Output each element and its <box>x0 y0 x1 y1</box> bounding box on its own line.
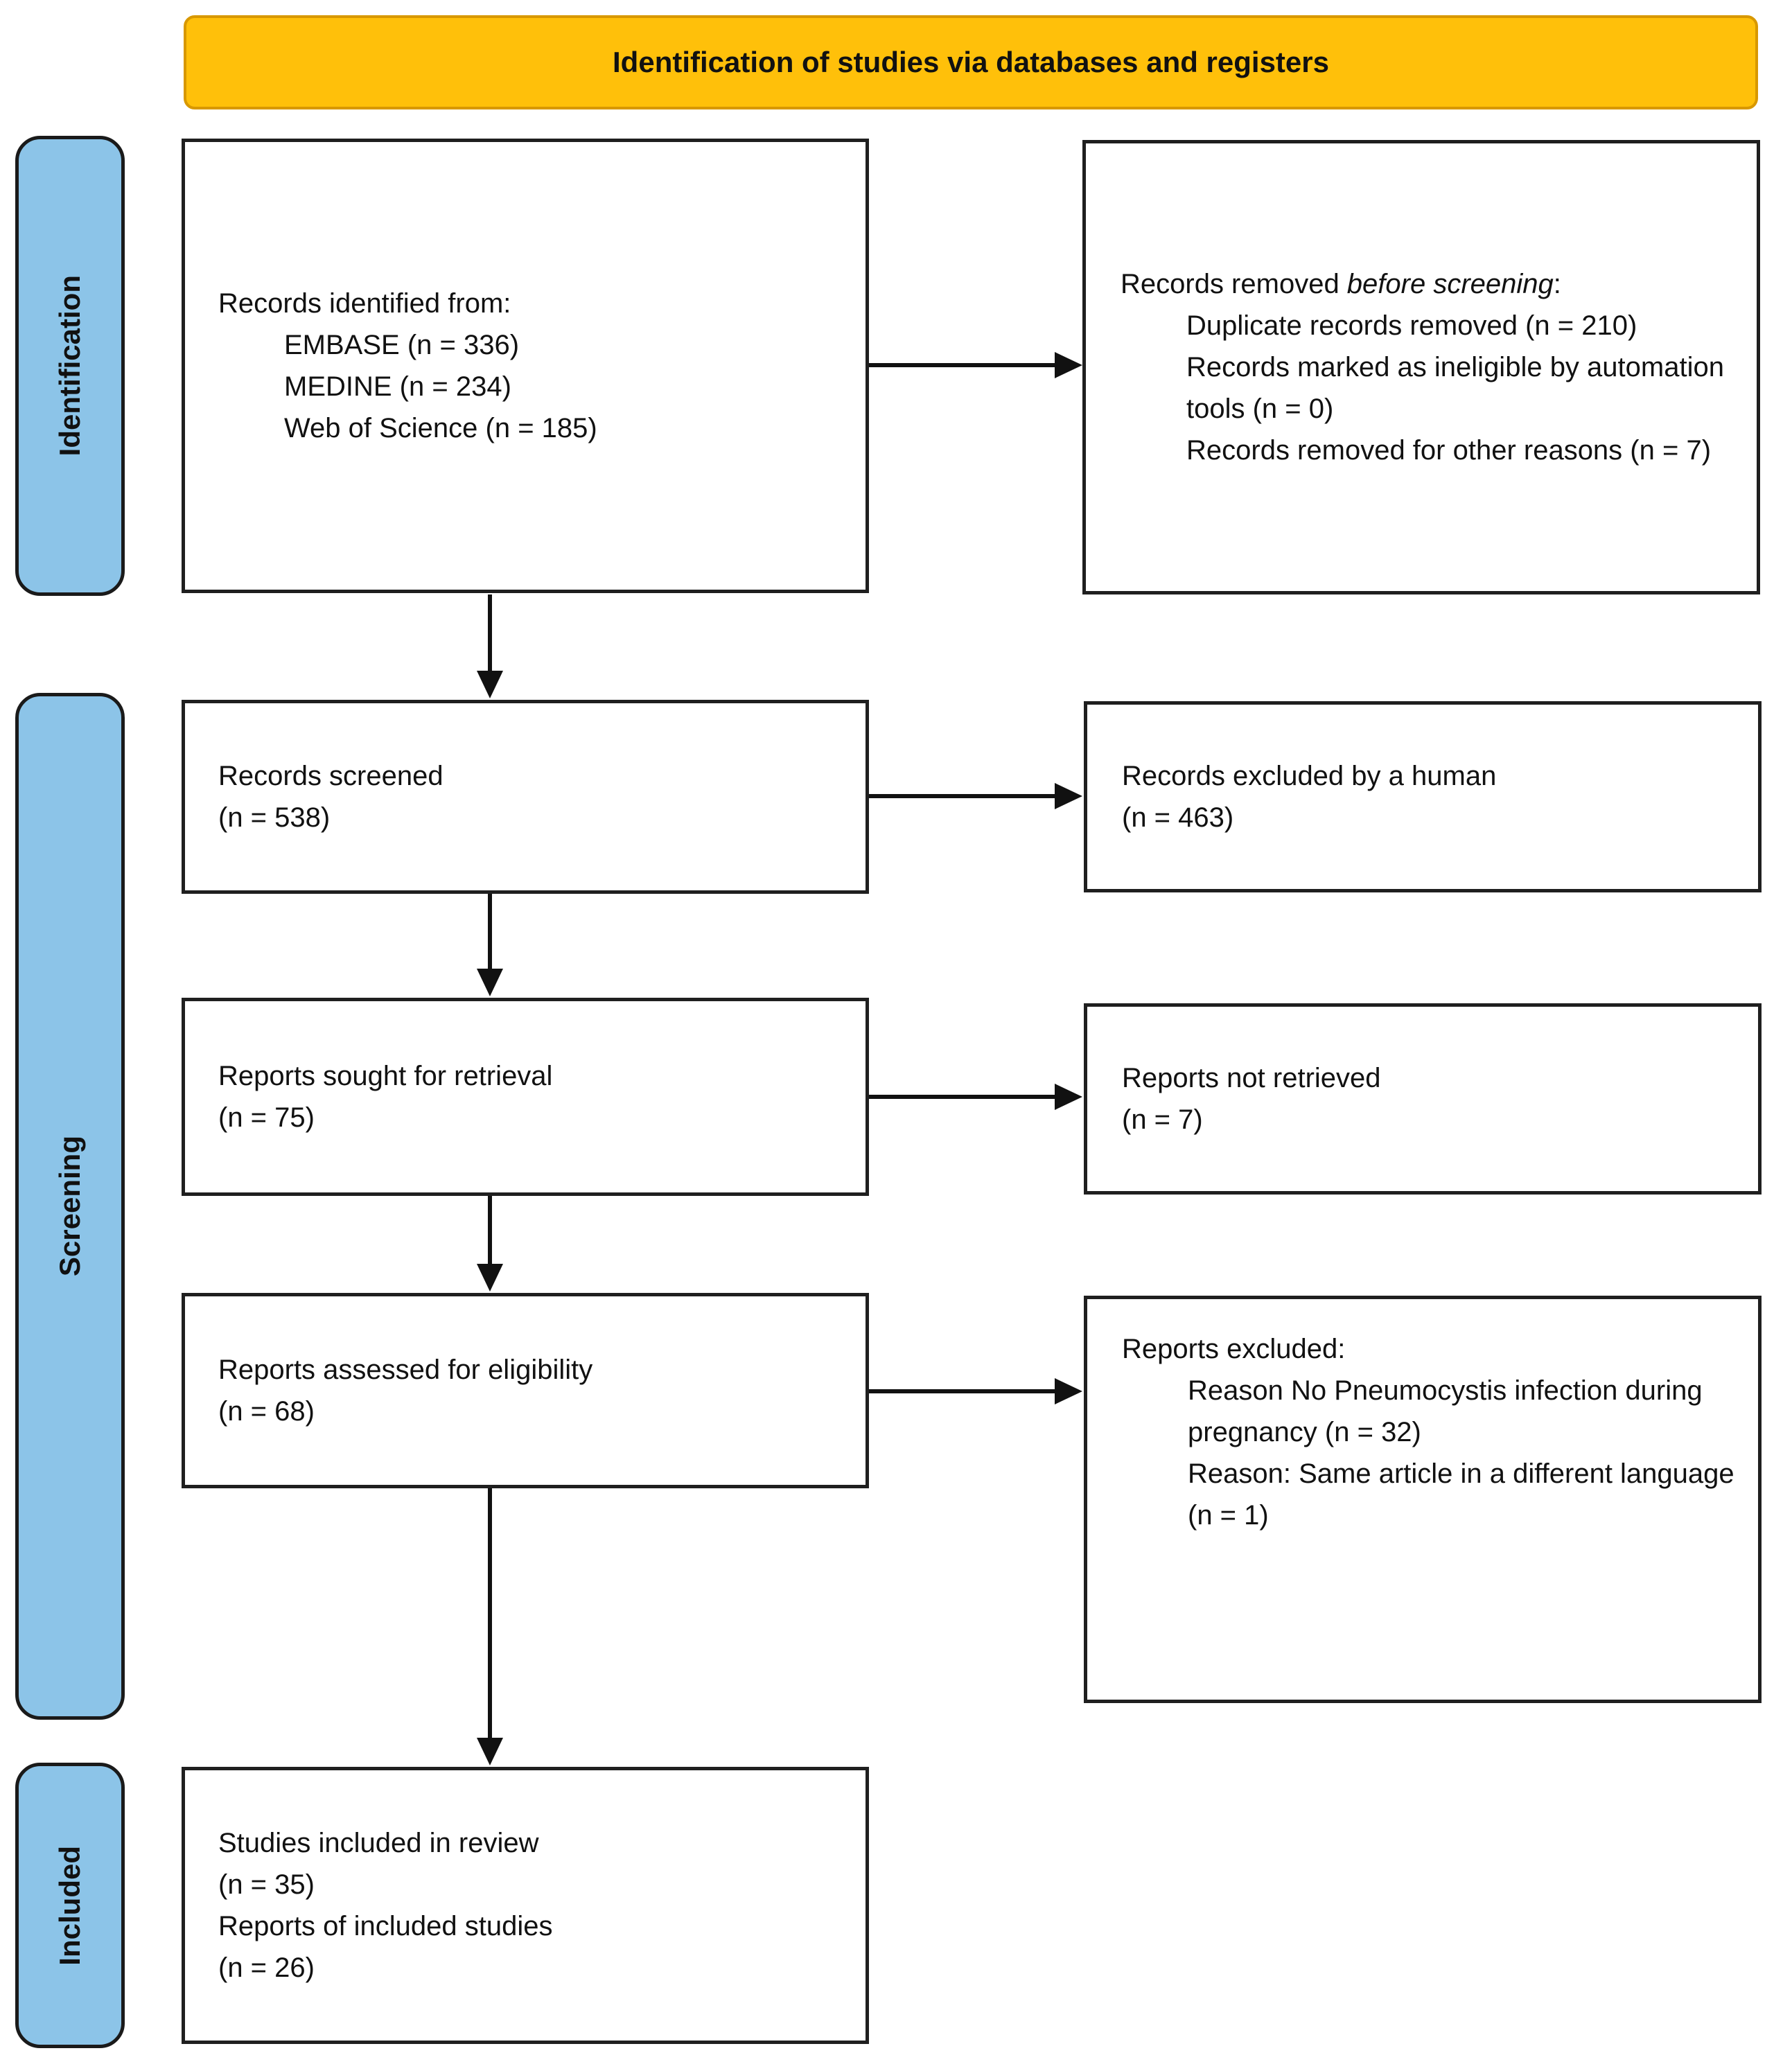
reports-included-count: (n = 26) <box>218 1953 315 1983</box>
stage-label-included: Included <box>15 1763 125 2048</box>
box-records-screened: Records screened (n = 538) <box>182 700 869 894</box>
records-screened-line1: Records screened <box>218 761 443 791</box>
reports-not-retrieved-count: (n = 7) <box>1122 1104 1203 1135</box>
reports-assessed-line1: Reports assessed for eligibility <box>218 1355 593 1385</box>
records-excluded-line1: Records excluded by a human <box>1122 761 1497 791</box>
reports-excluded-reason-1: Reason No Pneumocystis infection during … <box>1188 1375 1703 1447</box>
stage-label-identification-text: Identification <box>53 275 86 457</box>
stage-label-screening: Screening <box>15 693 125 1720</box>
records-removed-duplicates: Duplicate records removed (n = 210) <box>1186 310 1637 341</box>
diagram-title-banner: Identification of studies via databases … <box>184 15 1758 109</box>
diagram-title: Identification of studies via databases … <box>613 46 1329 78</box>
box-reports-excluded: Reports excluded: Reason No Pneumocystis… <box>1084 1296 1762 1703</box>
reports-assessed-count: (n = 68) <box>218 1396 315 1427</box>
records-identified-heading: Records identified from: <box>218 288 511 319</box>
stage-label-included-text: Included <box>53 1845 86 1966</box>
records-identified-source-embase: EMBASE (n = 336) <box>284 330 520 360</box>
box-reports-not-retrieved: Reports not retrieved (n = 7) <box>1084 1003 1762 1195</box>
reports-excluded-reason-2: Reason: Same article in a different lang… <box>1188 1459 1734 1531</box>
box-studies-included: Studies included in review (n = 35) Repo… <box>182 1767 869 2044</box>
box-records-excluded-human: Records excluded by a human (n = 463) <box>1084 701 1762 892</box>
records-excluded-count: (n = 463) <box>1122 802 1234 833</box>
reports-not-retrieved-line1: Reports not retrieved <box>1122 1063 1381 1093</box>
records-identified-source-medine: MEDINE (n = 234) <box>284 371 511 402</box>
records-removed-heading-suffix: : <box>1553 269 1561 299</box>
records-identified-source-wos: Web of Science (n = 185) <box>284 413 597 443</box>
box-reports-assessed: Reports assessed for eligibility (n = 68… <box>182 1293 869 1488</box>
reports-sought-count: (n = 75) <box>218 1102 315 1133</box>
stage-label-screening-text: Screening <box>53 1136 86 1277</box>
records-screened-count: (n = 538) <box>218 802 331 833</box>
box-records-identified: Records identified from: EMBASE (n = 336… <box>182 139 869 593</box>
studies-included-line1: Studies included in review <box>218 1828 539 1858</box>
reports-sought-line1: Reports sought for retrieval <box>218 1061 553 1091</box>
box-records-removed-before-screening: Records removed before screening: Duplic… <box>1082 140 1760 594</box>
records-removed-heading-prefix: Records removed <box>1121 269 1347 299</box>
stage-label-identification: Identification <box>15 136 125 596</box>
records-removed-automation: Records marked as ineligible by automati… <box>1186 352 1724 424</box>
records-removed-heading: Records removed before screening: <box>1121 263 1736 305</box>
records-removed-other: Records removed for other reasons (n = 7… <box>1186 435 1712 466</box>
reports-included-line: Reports of included studies <box>218 1911 553 1941</box>
records-removed-heading-italic: before screening <box>1346 269 1554 299</box>
reports-excluded-heading: Reports excluded: <box>1122 1334 1346 1364</box>
studies-included-count: (n = 35) <box>218 1869 315 1900</box>
box-reports-sought: Reports sought for retrieval (n = 75) <box>182 998 869 1196</box>
